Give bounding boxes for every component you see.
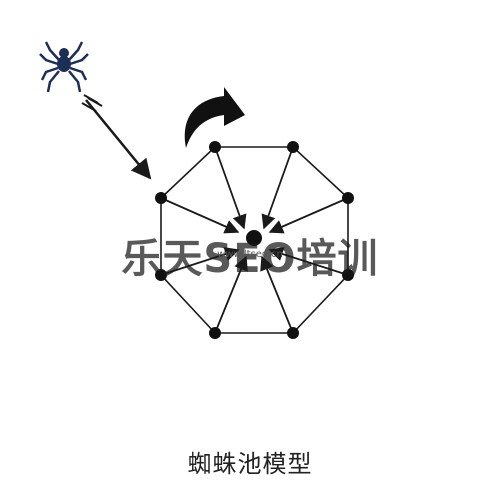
- entry-arrow-icon: [81, 94, 152, 180]
- center-node: [246, 230, 262, 246]
- diagram-caption: 蜘蛛池模型: [187, 450, 313, 478]
- spider-icon: [39, 41, 89, 93]
- node: [287, 327, 299, 339]
- nodes: [155, 141, 354, 339]
- node: [287, 141, 299, 153]
- curved-arrow-icon: [184, 87, 245, 148]
- node: [342, 192, 354, 204]
- spokes: [160, 146, 349, 334]
- node: [155, 192, 167, 204]
- node: [209, 327, 221, 339]
- node: [209, 141, 221, 153]
- node: [342, 269, 354, 281]
- node: [155, 269, 167, 281]
